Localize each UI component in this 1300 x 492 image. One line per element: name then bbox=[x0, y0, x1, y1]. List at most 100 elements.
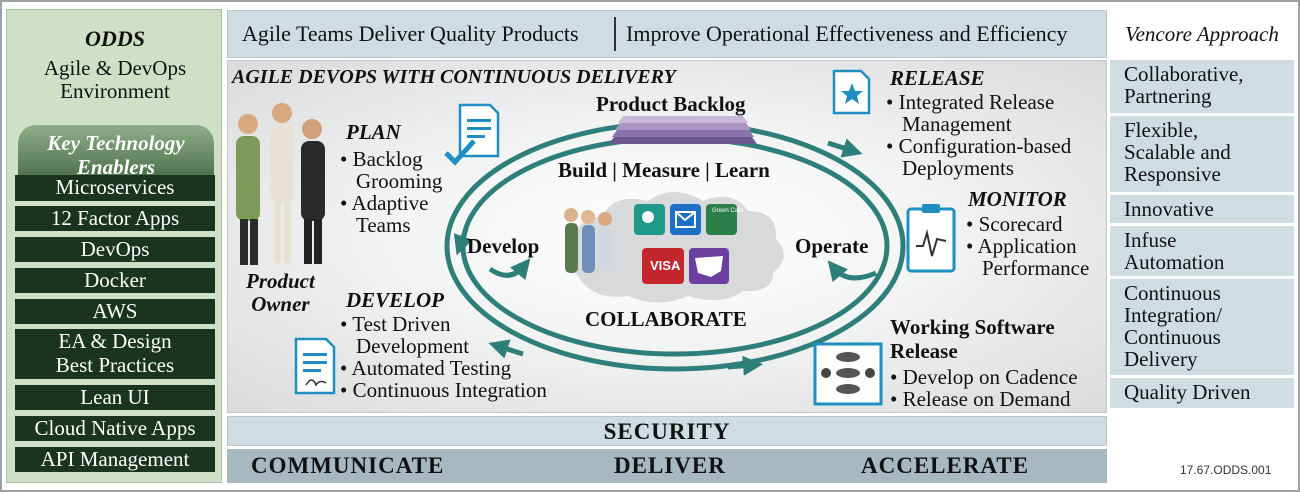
approach-quality-line1: Quality Driven bbox=[1124, 380, 1251, 404]
develop-bullet-3: • Continuous Integration bbox=[340, 378, 547, 402]
odds-subtitle-line1: Agile & DevOps bbox=[43, 56, 187, 80]
approach-item-automation: Infuse Automation bbox=[1110, 226, 1294, 276]
collaborate-label: COLLABORATE bbox=[585, 307, 747, 331]
document-code: 17.67.ODDS.001 bbox=[1180, 463, 1272, 477]
server-database-icon bbox=[813, 342, 883, 406]
release-bullets: • Integrated Release Management • Config… bbox=[886, 91, 1071, 179]
plan-bullet-2a: • Adaptive bbox=[340, 191, 429, 215]
banner-right-text: Improve Operational Effectiveness and Ef… bbox=[626, 21, 1068, 46]
release-bullet-1a: • Integrated Release bbox=[886, 90, 1055, 114]
approach-item-innovative: Innovative bbox=[1110, 195, 1294, 223]
ring-arrow-bottom bbox=[488, 339, 524, 359]
monitor-bullets: • Scorecard • Application Performance bbox=[966, 213, 1089, 279]
plan-heading: PLAN bbox=[346, 120, 401, 144]
develop-heading: DEVELOP bbox=[346, 288, 445, 312]
plan-document-check-icon bbox=[444, 103, 500, 166]
tech-item-ea-line1: EA & Design bbox=[58, 329, 172, 354]
tech-item-docker: Docker bbox=[15, 267, 215, 294]
operate-cycle-label: Operate bbox=[795, 234, 869, 258]
release-document-star-icon bbox=[832, 69, 871, 115]
product-backlog-label: Product Backlog bbox=[596, 92, 746, 116]
ring-arrow-left bbox=[453, 228, 473, 256]
release-bullet-2a: • Configuration-based bbox=[886, 134, 1072, 158]
green-card-icon-label: Green Card bbox=[712, 208, 744, 214]
plan-bullet-2b: Teams bbox=[356, 213, 411, 237]
enablers-line1: Key Technology bbox=[47, 131, 185, 155]
develop-document-signature-icon bbox=[294, 337, 336, 395]
tech-item-devops: DevOps bbox=[15, 236, 215, 263]
visa-icon-label: VISA bbox=[650, 258, 681, 273]
approach-cicd-line3: Continuous bbox=[1124, 325, 1221, 349]
release-bullet-2b: Deployments bbox=[902, 156, 1014, 180]
odds-title: ODDS bbox=[85, 26, 145, 51]
team-people-icon bbox=[564, 208, 612, 273]
product-owner-line1: Product bbox=[246, 269, 315, 293]
develop-loop-arrow bbox=[488, 258, 531, 281]
operate-loop-arrow bbox=[827, 260, 877, 283]
working-software-bullets: • Develop on Cadence • Release on Demand bbox=[890, 366, 1078, 410]
plan-bullet-1b: Grooming bbox=[356, 169, 443, 193]
main-diagram: AGILE DEVOPS WITH CONTINUOUS DELIVERY Pr… bbox=[227, 60, 1107, 413]
green-card-app-icon bbox=[706, 204, 737, 235]
working-bullet-2: • Release on Demand bbox=[890, 387, 1071, 411]
monitor-heading: MONITOR bbox=[968, 187, 1067, 211]
tech-item-ea-design: EA & Design Best Practices bbox=[15, 329, 215, 380]
tech-item-12-factor: 12 Factor Apps bbox=[15, 205, 215, 232]
approach-item-collaborative: Collaborative, Partnering bbox=[1110, 60, 1294, 113]
odds-subtitle-line2: Environment bbox=[60, 79, 170, 103]
develop-cycle-label: Develop bbox=[467, 234, 540, 258]
tech-item-cloud-native: Cloud Native Apps bbox=[15, 415, 215, 442]
technology-list: Microservices 12 Factor Apps DevOps Dock… bbox=[15, 175, 215, 478]
approach-flex-line3: Responsive bbox=[1124, 162, 1221, 186]
banner-divider bbox=[614, 17, 616, 51]
release-heading: RELEASE bbox=[890, 66, 985, 90]
develop-bullet-2: • Automated Testing bbox=[340, 356, 512, 380]
product-owner-line2: Owner bbox=[251, 292, 310, 316]
us-map-app-icon bbox=[689, 248, 729, 284]
product-backlog-stack bbox=[609, 116, 757, 144]
approach-cicd-line2: Integration/ bbox=[1124, 303, 1222, 327]
accelerate-label: ACCELERATE bbox=[861, 453, 1030, 478]
mail-app-icon bbox=[670, 204, 701, 235]
tech-item-api-management: API Management bbox=[15, 446, 215, 473]
approach-item-ci-cd: Continuous Integration/ Continuous Deliv… bbox=[1110, 279, 1294, 375]
product-owner-label: Product Owner bbox=[246, 270, 315, 316]
top-banner: Agile Teams Deliver Quality Products Imp… bbox=[227, 10, 1107, 58]
monitor-bullet-2b: Performance bbox=[982, 256, 1090, 280]
approach-automation-line1: Infuse bbox=[1124, 228, 1177, 252]
communicate-deliver-accelerate-bar: COMMUNICATE DELIVER ACCELERATE bbox=[227, 449, 1107, 483]
odds-subtitle: Agile & DevOps Environment bbox=[7, 57, 223, 103]
approach-item-quality: Quality Driven bbox=[1110, 378, 1294, 408]
plan-bullet-1a: • Backlog bbox=[340, 147, 423, 171]
monitor-clipboard-chart-icon bbox=[906, 204, 956, 273]
approach-automation-line2: Automation bbox=[1124, 250, 1225, 274]
banner-left-text: Agile Teams Deliver Quality Products bbox=[242, 21, 579, 46]
ring-arrow-top bbox=[827, 138, 863, 158]
working-bullet-1: • Develop on Cadence bbox=[890, 365, 1078, 389]
develop-bullet-1b: Development bbox=[356, 334, 470, 358]
develop-bullets: • Test Driven Development • Automated Te… bbox=[340, 313, 547, 401]
monitor-bullet-1: • Scorecard bbox=[966, 212, 1063, 236]
build-measure-learn-label: Build | Measure | Learn bbox=[558, 158, 770, 182]
main-title: AGILE DEVOPS WITH CONTINUOUS DELIVERY bbox=[232, 66, 676, 88]
plan-bullets: • Backlog Grooming • Adaptive Teams bbox=[340, 148, 442, 236]
visa-app-icon bbox=[642, 248, 684, 284]
working-software-line1: Working Software bbox=[890, 315, 1055, 339]
tech-item-aws: AWS bbox=[15, 298, 215, 325]
approach-flex-line1: Flexible, bbox=[1124, 118, 1199, 142]
tech-item-microservices: Microservices bbox=[15, 175, 215, 201]
ring-arrow-bottom-right bbox=[727, 355, 763, 376]
approach-collab-line1: Collaborative, bbox=[1124, 62, 1244, 86]
monitor-bullet-2a: • Application bbox=[966, 234, 1077, 258]
working-software-line2: Release bbox=[890, 339, 958, 363]
approach-flex-line2: Scalable and bbox=[1124, 140, 1231, 164]
tech-item-ea-line2: Best Practices bbox=[55, 353, 175, 378]
vencore-approach-heading: Vencore Approach bbox=[1110, 10, 1294, 58]
approach-cicd-line1: Continuous bbox=[1124, 281, 1221, 305]
product-owner-people-icon bbox=[236, 103, 325, 265]
tech-item-lean-ui: Lean UI bbox=[15, 384, 215, 411]
approach-innovative-line1: Innovative bbox=[1124, 197, 1214, 221]
approach-collab-line2: Partnering bbox=[1124, 84, 1212, 108]
cycle-graphics bbox=[236, 69, 956, 406]
search-person-app-icon bbox=[634, 204, 665, 235]
